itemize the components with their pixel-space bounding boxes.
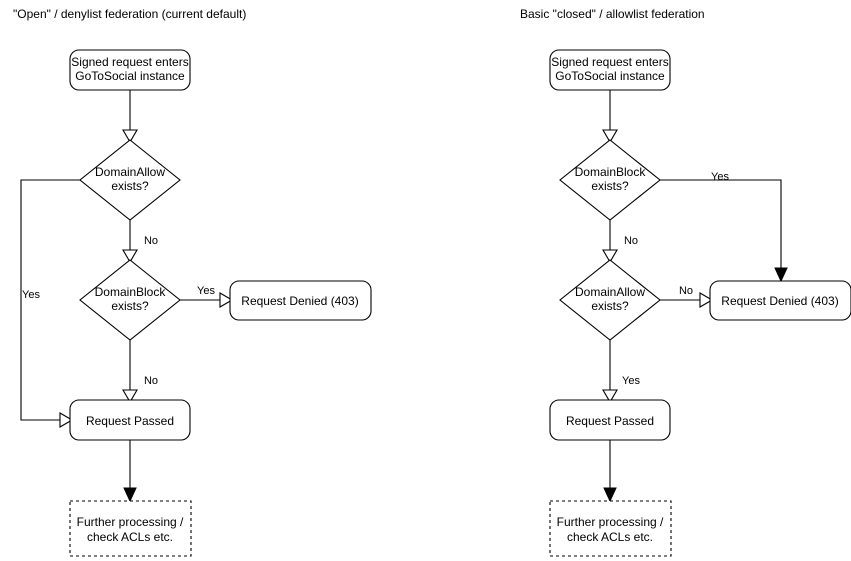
node-request-denied-right: Request Denied (403) bbox=[709, 280, 851, 321]
further-processing-line1: Further processing / bbox=[557, 515, 664, 529]
edge-label-domainblock-no: No bbox=[144, 375, 158, 387]
panel-heading-closed-allowlist: Basic "closed" / allowlist federation bbox=[520, 7, 705, 21]
domainblock-line2: exists? bbox=[591, 179, 629, 193]
domainallow-line1: DomainAllow bbox=[575, 285, 645, 299]
edge-domainallow-yes-to-passed: Yes bbox=[20, 179, 80, 428]
request-denied-label: Request Denied (403) bbox=[721, 294, 838, 308]
domainallow-line1: DomainAllow bbox=[95, 165, 165, 179]
node-decision-domainallow-left: DomainAllow exists? bbox=[79, 139, 181, 221]
start-box-line1: Signed request enters bbox=[71, 55, 188, 69]
domainallow-line2: exists? bbox=[111, 179, 149, 193]
arrowhead-open bbox=[122, 249, 138, 264]
edge-label-domainblock-yes: Yes bbox=[197, 285, 215, 297]
edge-domainblock-no-to-domainallow: No bbox=[602, 220, 638, 264]
further-processing-box-shape bbox=[549, 500, 672, 557]
edge-label-domainblock-yes: Yes bbox=[711, 171, 729, 183]
edge-domainblock-yes-to-denied: Yes bbox=[660, 171, 788, 283]
node-further-processing-left: Further processing / check ACLs etc. bbox=[69, 500, 192, 557]
node-start-left: Signed request enters GoToSocial instanc… bbox=[69, 49, 191, 91]
arrowhead-open bbox=[602, 249, 618, 264]
node-request-passed-right: Request Passed bbox=[549, 399, 671, 441]
request-denied-box-shape bbox=[709, 280, 851, 321]
domainblock-line2: exists? bbox=[111, 299, 149, 313]
domainallow-line2: exists? bbox=[591, 299, 629, 313]
edge-label-domainblock-no: No bbox=[624, 235, 638, 247]
edge-label-domainallow-yes: Yes bbox=[22, 289, 40, 301]
start-box-line2: GoToSocial instance bbox=[555, 69, 665, 83]
start-box-line1: Signed request enters bbox=[551, 55, 668, 69]
arrowhead-filled bbox=[603, 487, 617, 503]
edge-label-domainallow-no: No bbox=[144, 235, 158, 247]
arrowhead-open bbox=[602, 129, 618, 144]
domainblock-line1: DomainBlock bbox=[575, 165, 647, 179]
edge-label-domainallow-yes: Yes bbox=[622, 375, 640, 387]
arrowhead-open bbox=[59, 412, 74, 428]
arrowhead-open bbox=[122, 129, 138, 144]
node-decision-domainallow-right: DomainAllow exists? bbox=[559, 259, 661, 341]
further-processing-line1: Further processing / bbox=[77, 515, 184, 529]
request-passed-label: Request Passed bbox=[86, 414, 174, 428]
start-box-line2: GoToSocial instance bbox=[75, 69, 185, 83]
edge-domainallow-no-to-denied: No bbox=[660, 285, 714, 308]
arrowhead-open bbox=[602, 389, 618, 404]
edge-label-domainallow-no: No bbox=[679, 285, 693, 297]
further-processing-line2: check ACLs etc. bbox=[87, 530, 173, 544]
node-further-processing-right: Further processing / check ACLs etc. bbox=[549, 500, 672, 557]
node-request-denied-left: Request Denied (403) bbox=[229, 280, 372, 321]
arrowhead-open bbox=[219, 292, 234, 308]
further-processing-line2: check ACLs etc. bbox=[567, 530, 653, 544]
request-passed-label: Request Passed bbox=[566, 414, 654, 428]
edge-passed-to-further bbox=[603, 440, 617, 503]
arrowhead-open bbox=[122, 389, 138, 404]
arrowhead-filled bbox=[123, 487, 137, 503]
edge-passed-to-further bbox=[123, 440, 137, 503]
edge-domainallow-yes-to-passed: Yes bbox=[602, 340, 640, 404]
edge-domainblock-yes-to-denied: Yes bbox=[180, 285, 234, 308]
node-decision-domainblock-right: DomainBlock exists? bbox=[559, 139, 661, 221]
edge-domainallow-no-to-domainblock: No bbox=[122, 220, 158, 264]
panel-heading-open-denylist: "Open" / denylist federation (current de… bbox=[13, 7, 246, 21]
request-denied-label: Request Denied (403) bbox=[241, 294, 358, 308]
edge-start-to-domainblock bbox=[602, 90, 618, 144]
domainblock-line1: DomainBlock bbox=[95, 285, 167, 299]
panel-open-denylist: "Open" / denylist federation (current de… bbox=[13, 7, 372, 557]
arrowhead-open bbox=[699, 292, 714, 308]
further-processing-box-shape bbox=[69, 500, 192, 557]
node-decision-domainblock-left: DomainBlock exists? bbox=[79, 259, 181, 341]
request-denied-box-shape bbox=[229, 280, 372, 321]
edge-start-to-domainallow bbox=[122, 90, 138, 144]
panel-closed-allowlist: Basic "closed" / allowlist federation Si… bbox=[520, 7, 851, 557]
arrowhead-filled bbox=[774, 267, 788, 283]
edge-domainblock-no-to-passed: No bbox=[122, 340, 158, 404]
node-start-right: Signed request enters GoToSocial instanc… bbox=[549, 49, 671, 91]
node-request-passed-left: Request Passed bbox=[69, 399, 191, 441]
